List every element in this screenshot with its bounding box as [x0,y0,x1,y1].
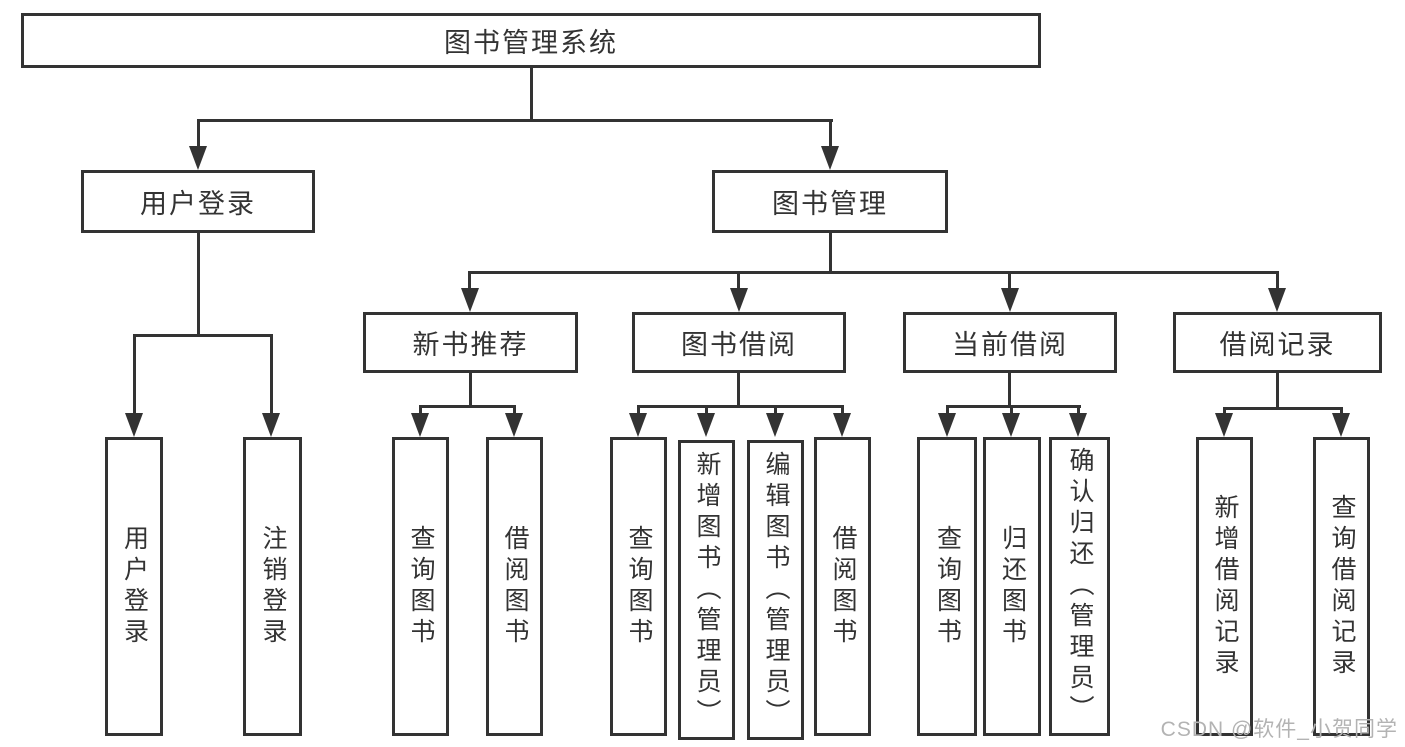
leaf-return-book: 归还图书 [983,437,1041,736]
arrow-down-icon [1332,413,1350,437]
arrow-down-icon [411,413,429,437]
arrow-down-icon [821,146,839,170]
arrow-down-icon [697,413,715,437]
arrow-down-icon [1069,413,1087,437]
leaf-confirm-return-admin: 确认归还（管理员） [1049,437,1110,736]
node-new-book-recommend: 新书推荐 [363,312,578,373]
connector-leaf-shaft [513,405,516,417]
leaf-query-book-borrowing: 查询图书 [610,437,667,736]
connector-book-mgmt-stem [829,233,832,274]
connector-book-mgmt-branch [469,271,1279,274]
leaf-query-book-recommend: 查询图书 [392,437,449,736]
arrow-down-icon [629,413,647,437]
connector-records-stem [1276,373,1279,410]
leaf-add-borrow-record-label: 新增借阅记录 [1211,493,1239,680]
leaf-borrow-book-recommend: 借阅图书 [486,437,543,736]
leaf-query-borrow-record-label: 查询借阅记录 [1328,493,1356,680]
node-borrow-records: 借阅记录 [1173,312,1382,373]
connector-user-login-shaft [197,119,200,150]
leaf-add-book-admin-label: 新增图书（管理员） [693,450,721,730]
node-root-label: 图书管理系统 [444,28,618,58]
arrow-down-icon [125,413,143,437]
leaf-borrow-book-recommend-label: 借阅图书 [501,524,529,649]
connector-level3-shaft [1008,271,1011,293]
leaf-query-book-borrowing-label: 查询图书 [625,524,653,649]
connector-leaf-shaft [133,334,136,416]
connector-root-stem [530,68,533,120]
connector-leaf-shaft [841,405,844,417]
connector-leaf-shaft [1010,405,1013,417]
arrow-down-icon [730,288,748,312]
arrow-down-icon [833,413,851,437]
connector-leaf-shaft [419,405,422,417]
connector-root-branch [197,119,833,122]
arrow-down-icon [1001,288,1019,312]
leaf-query-book-current-label: 查询图书 [933,524,962,649]
leaf-query-book-current: 查询图书 [917,437,977,736]
leaf-edit-book-admin-label: 编辑图书（管理员） [762,450,790,730]
connector-book-mgmt-shaft [829,119,832,150]
connector-leaf-shaft [946,405,949,417]
node-current-borrowing-label: 当前借阅 [952,330,1068,360]
connector-leaf-shaft [1077,405,1080,417]
leaf-logout: 注销登录 [243,437,302,736]
node-new-book-recommend-label: 新书推荐 [412,330,529,360]
leaf-edit-book-admin: 编辑图书（管理员） [747,440,804,740]
node-book-management-label: 图书管理 [772,189,888,219]
connector-current-borrow-stem [1008,373,1011,408]
connector-book-borrow-branch [637,405,844,408]
connector-leaf-shaft [270,334,273,416]
leaf-confirm-return-admin-label: 确认归还（管理员） [1066,447,1094,726]
node-book-borrowing: 图书借阅 [632,312,846,373]
arrow-down-icon [505,413,523,437]
leaf-logout-label: 注销登录 [259,524,287,649]
node-user-login: 用户登录 [81,170,315,233]
leaf-user-login: 用户登录 [105,437,163,736]
leaf-borrow-book: 借阅图书 [814,437,871,736]
leaf-query-borrow-record: 查询借阅记录 [1313,437,1370,736]
node-current-borrowing: 当前借阅 [903,312,1117,373]
connector-leaf-shaft [774,405,777,417]
arrow-down-icon [1002,413,1020,437]
connector-book-borrow-stem [737,373,740,408]
leaf-user-login-label: 用户登录 [120,524,149,649]
connector-level3-shaft [468,271,471,293]
node-book-borrowing-label: 图书借阅 [681,330,797,360]
connector-level3-shaft [737,271,740,293]
connector-leaf-shaft [1223,407,1226,417]
leaf-add-borrow-record: 新增借阅记录 [1196,437,1253,736]
csdn-watermark: CSDN @软件_小贺同学 [1160,718,1398,741]
arrow-down-icon [461,288,479,312]
node-user-login-label: 用户登录 [140,189,256,219]
connector-leaf-shaft [1340,407,1343,417]
arrow-down-icon [1268,288,1286,312]
arrow-down-icon [189,146,207,170]
leaf-return-book-label: 归还图书 [998,524,1027,649]
connector-level3-shaft [1276,271,1279,293]
connector-records-branch [1223,407,1343,410]
node-root-system: 图书管理系统 [21,13,1041,68]
arrow-down-icon [766,413,784,437]
connector-user-login-branch [133,334,273,337]
node-borrow-records-label: 借阅记录 [1219,330,1336,360]
connector-user-login-stem [197,233,200,337]
leaf-query-book-recommend-label: 查询图书 [407,524,435,649]
connector-leaf-shaft [705,405,708,417]
connector-current-borrow-branch [946,405,1081,408]
connector-leaf-shaft [637,405,640,417]
arrow-down-icon [262,413,280,437]
leaf-borrow-book-label: 借阅图书 [829,524,857,649]
connector-new-book-stem [469,373,472,408]
arrow-down-icon [1215,413,1233,437]
arrow-down-icon [938,413,956,437]
node-book-management: 图书管理 [712,170,948,233]
leaf-add-book-admin: 新增图书（管理员） [678,440,735,740]
connector-new-book-branch [419,405,516,408]
